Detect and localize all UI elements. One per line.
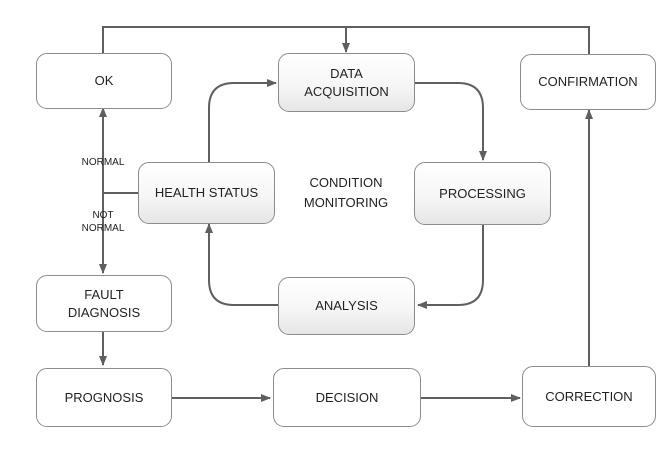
edge-processing-to-analysis [417, 225, 484, 309]
node-health-status: HEALTH STATUS [138, 162, 275, 224]
node-confirmation-label: CONFIRMATION [538, 74, 638, 89]
edge-data-acquisition-to-processing [415, 82, 487, 161]
edge-label-not-normal: NOT NORMAL [81, 210, 125, 234]
node-ok: OK [36, 53, 172, 109]
node-data-acquisition: DATA ACQUISITION [278, 53, 415, 112]
node-correction: CORRECTION [522, 366, 656, 427]
node-decision: DECISION [273, 368, 421, 427]
node-decision-label: DECISION [315, 389, 379, 405]
edge-health-to-data-acquisition [208, 79, 277, 162]
node-fault-diagnosis-label: FAULT DIAGNOSIS [67, 286, 141, 320]
edge-analysis-to-health [205, 223, 279, 306]
node-fault-diagnosis: FAULT DIAGNOSIS [36, 275, 172, 332]
node-data-acquisition-label: DATA ACQUISITION [304, 65, 389, 99]
node-correction-label: CORRECTION [545, 388, 633, 404]
node-confirmation: CONFIRMATION [520, 54, 656, 110]
node-ok-label: OK [94, 73, 114, 88]
node-prognosis-label: PROGNOSIS [64, 389, 144, 405]
node-analysis-label: ANALYSIS [315, 298, 378, 313]
node-processing: PROCESSING [414, 162, 551, 225]
node-health-status-label: HEALTH STATUS [154, 185, 259, 200]
node-processing-label: PROCESSING [439, 185, 526, 201]
node-analysis: ANALYSIS [278, 277, 415, 335]
node-prognosis: PROGNOSIS [36, 368, 172, 427]
condition-monitoring-label: CONDITION MONITORING [303, 175, 389, 210]
edge-label-normal: NORMAL [81, 157, 125, 168]
